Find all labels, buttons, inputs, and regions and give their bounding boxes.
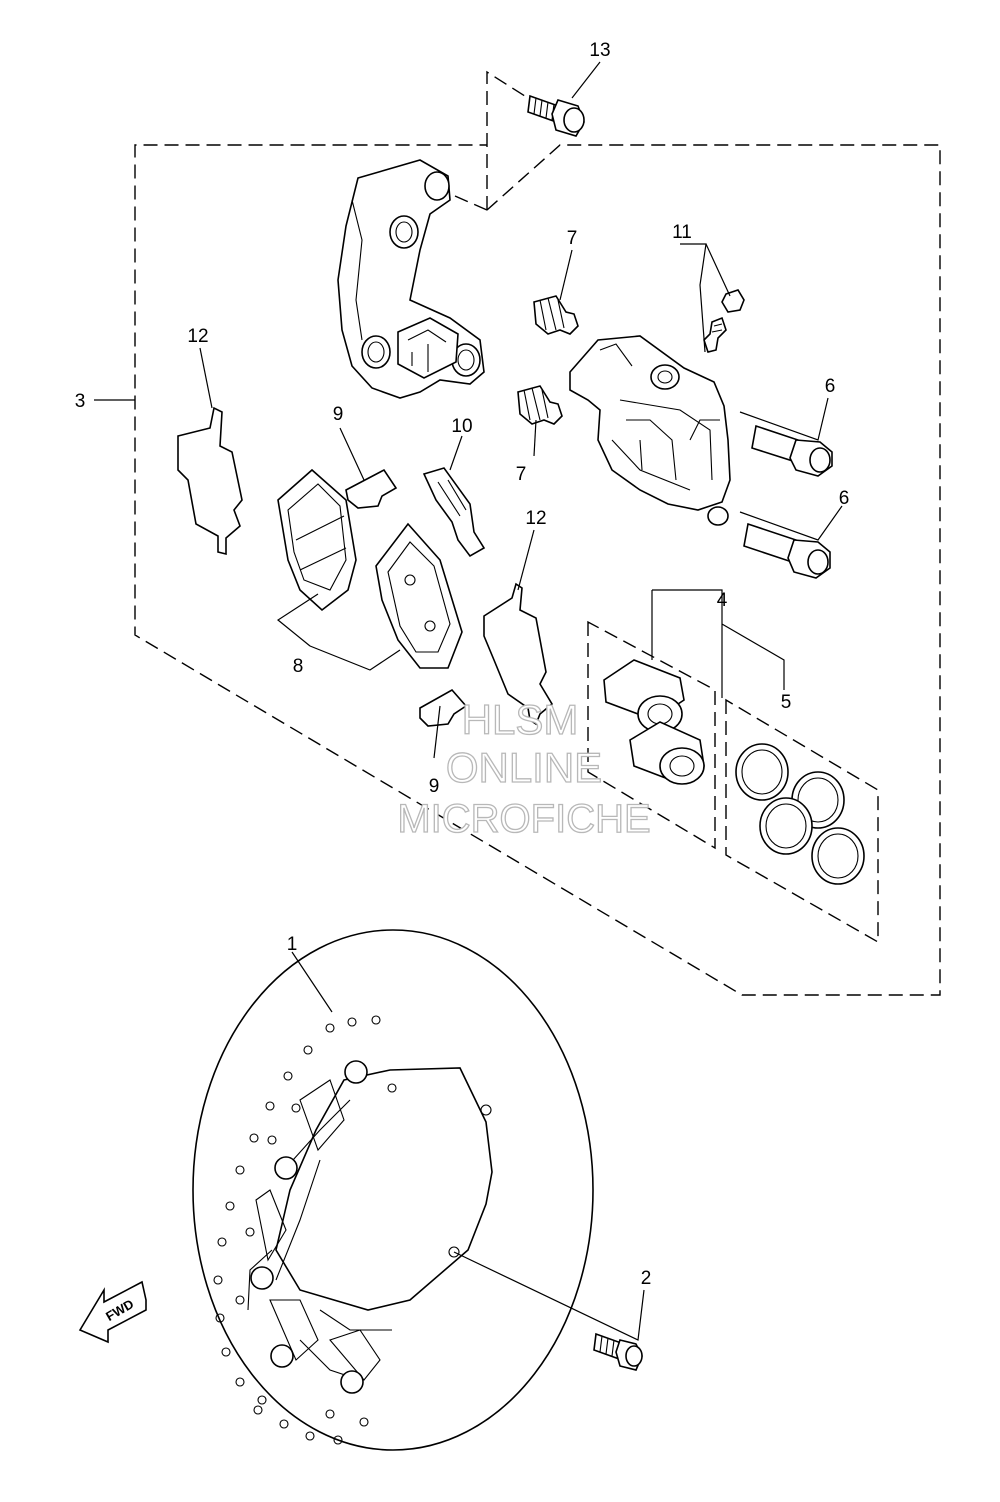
callout-3: 3 (75, 391, 86, 412)
caliper-mounting-bolt (527, 94, 585, 137)
pad-spring-upper (345, 468, 398, 509)
brake-disc (192, 929, 594, 1451)
watermark-line-3: MICROFICHE (397, 797, 650, 841)
disc-rivets (250, 1060, 368, 1394)
brake-pad-inner (375, 522, 463, 669)
callout-2: 2 (641, 1268, 652, 1289)
seal-kit-boundaries (587, 620, 879, 944)
disc-ventilation-holes (213, 1015, 492, 1445)
pad-spring-lower (419, 688, 468, 727)
callout-12-inner: 12 (525, 508, 546, 529)
slide-pin-lower (743, 522, 831, 579)
disc-carrier-spokes (247, 1079, 392, 1381)
callout-13: 13 (589, 40, 610, 61)
callout-10: 10 (451, 416, 472, 437)
slide-pin-upper (751, 424, 833, 477)
leader-lines (94, 61, 843, 1341)
pad-support-plate (422, 467, 486, 558)
pad-shim-outer (177, 406, 243, 556)
forward-direction-arrow: FWD (78, 1280, 147, 1344)
callout-4: 4 (717, 590, 728, 611)
callout-5: 5 (781, 692, 792, 713)
caliper-pistons (603, 659, 705, 785)
callout-6-upper: 6 (825, 376, 836, 397)
callout-7-upper: 7 (567, 228, 578, 249)
disc-bolt (593, 1332, 643, 1371)
brake-pad-outer (277, 468, 357, 612)
piston-seals (735, 743, 865, 885)
callout-9-lower: 9 (429, 776, 440, 797)
callout-7-lower: 7 (516, 464, 527, 485)
callout-1: 1 (287, 934, 298, 955)
callout-12-outer: 12 (187, 326, 208, 347)
caliper-bracket (337, 159, 485, 399)
callout-6-lower: 6 (839, 488, 850, 509)
caliper-body (569, 335, 731, 526)
watermark: HLSM ONLINE MICROFICHE (397, 695, 652, 841)
callout-8: 8 (293, 656, 304, 677)
pad-shim-inner (483, 582, 554, 726)
callout-11: 11 (672, 222, 692, 243)
pin-boot-lower (517, 385, 563, 425)
callout-labels: 13 7 11 12 3 6 9 10 7 6 12 4 8 5 9 1 2 (75, 40, 850, 1289)
watermark-line-1: HLSM (462, 696, 579, 743)
callout-9-upper: 9 (333, 404, 344, 425)
watermark-line-2: ONLINE (446, 744, 602, 791)
bleed-screw-and-cap (703, 289, 745, 353)
caliper-assembly-boundary (134, 70, 941, 996)
pin-boot-upper (533, 295, 579, 335)
